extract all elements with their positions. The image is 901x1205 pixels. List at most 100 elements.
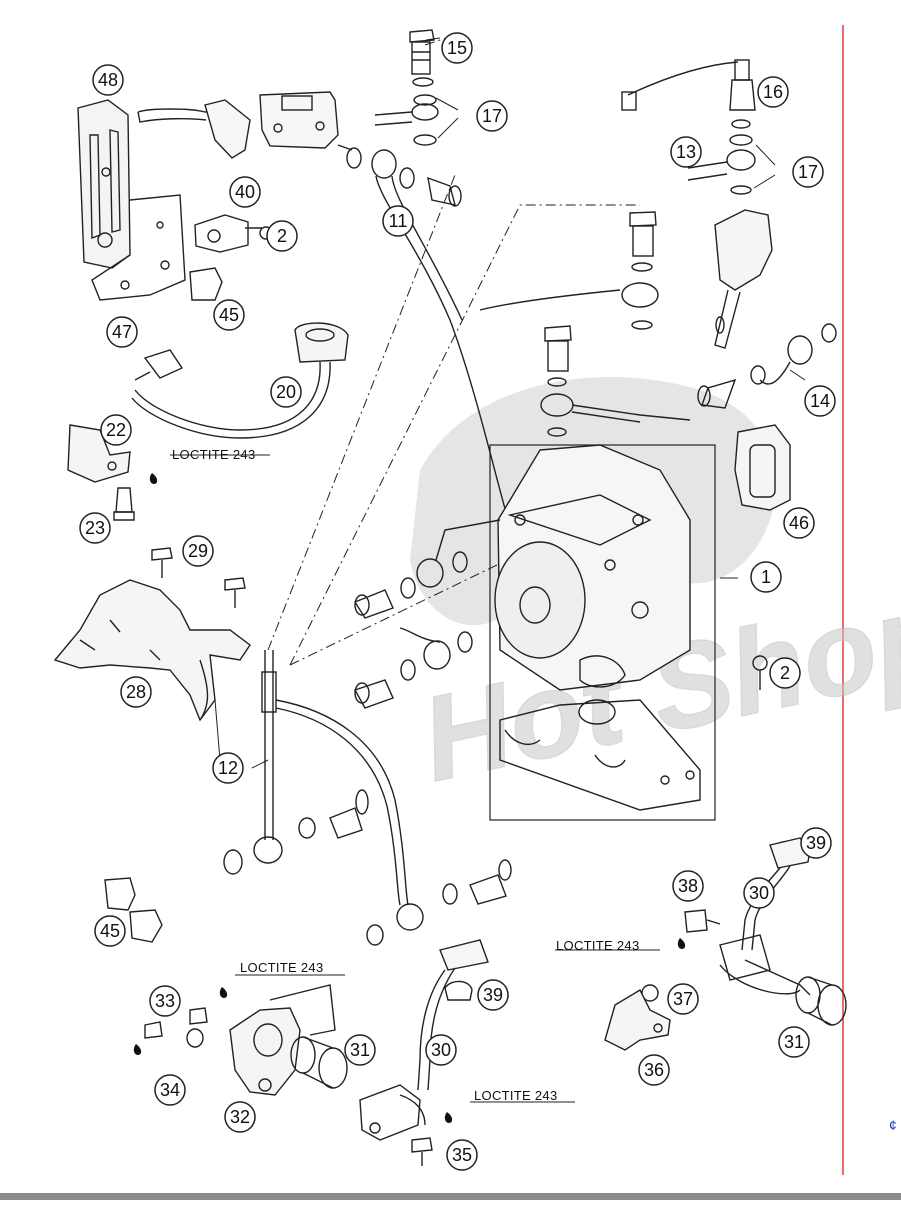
callout-circle: [382, 205, 414, 237]
callout-circle: [769, 657, 801, 689]
bottom-bar: [0, 1193, 901, 1200]
abs-frame: [489, 444, 716, 821]
callout-group: 4815171613174021145472022232928121446123…: [79, 32, 836, 1171]
bushing-31-left: [290, 1036, 348, 1089]
callout-number: 39: [483, 985, 503, 1005]
screw-23: [113, 487, 135, 521]
loctite-note-1: LOCTITE 243: [172, 447, 256, 462]
callout-number: 33: [155, 991, 175, 1011]
callout-number: 16: [763, 82, 783, 102]
callout-number: 31: [784, 1032, 804, 1052]
callout-number: 30: [431, 1040, 451, 1060]
callout-number: 32: [230, 1107, 250, 1127]
callout-circle: [100, 414, 132, 446]
callout-number: 35: [452, 1145, 472, 1165]
screw-29: [151, 547, 246, 608]
callout-circle: [120, 676, 152, 708]
callout-number: 48: [98, 70, 118, 90]
callout-circle: [266, 220, 298, 252]
callout-circle: [672, 870, 704, 902]
abs-unit: [494, 444, 701, 811]
callout-number: 45: [100, 921, 120, 941]
boot-46: [734, 424, 791, 511]
callout-circle: [477, 979, 509, 1011]
screw-2-abs: [752, 655, 768, 690]
callout-circle: [212, 752, 244, 784]
callout-circle: [224, 1101, 256, 1133]
callout-number: 15: [447, 38, 467, 58]
loctite-note-4: LOCTITE 243: [474, 1088, 558, 1103]
callout-number: 30: [749, 883, 769, 903]
part-40-block: [194, 214, 249, 253]
callout-circle: [670, 136, 702, 168]
loctite-note-3: LOCTITE 243: [240, 960, 324, 975]
callout-number: 39: [806, 833, 826, 853]
callout-circle: [446, 1139, 478, 1171]
callout-number: 28: [126, 682, 146, 702]
callout-number: 47: [112, 322, 132, 342]
callout-number: 13: [676, 142, 696, 162]
callout-circle: [94, 915, 126, 947]
bushing-31-right: [795, 976, 847, 1026]
callout-circle: [441, 32, 473, 64]
callout-circle: [667, 983, 699, 1015]
callout-circle: [92, 64, 124, 96]
callout-circle: [182, 535, 214, 567]
abs-left-fittings: [353, 519, 501, 709]
clip-45-top: [189, 267, 223, 301]
callout-number: 1: [761, 567, 771, 587]
callout-number: 22: [106, 420, 126, 440]
caliper-32: [229, 984, 336, 1096]
callout-circle: [792, 156, 824, 188]
loctite-note-2: LOCTITE 243: [556, 938, 640, 953]
callout-number: 38: [678, 876, 698, 896]
callout-number: 36: [644, 1060, 664, 1080]
callout-circle: [154, 1074, 186, 1106]
callout-circle: [476, 100, 508, 132]
callout-circle: [425, 1034, 457, 1066]
callout-circle: [638, 1054, 670, 1086]
callout-number: 17: [798, 162, 818, 182]
callout-circle: [800, 827, 832, 859]
callout-circle: [750, 561, 782, 593]
fitting-group-top: [374, 29, 439, 146]
callout-circle: [743, 877, 775, 909]
callout-number: 20: [276, 382, 296, 402]
part-drawings: [53, 29, 847, 1166]
callout-number: 46: [789, 513, 809, 533]
callout-number: 11: [389, 211, 408, 231]
sensor-20: [131, 322, 349, 439]
callout-circle: [79, 512, 111, 544]
edge-glyph: ¢: [889, 1117, 897, 1133]
loctite-drops: [133, 473, 686, 1123]
callout-circle: [229, 176, 261, 208]
callout-number: 40: [235, 182, 255, 202]
callout-number: 12: [218, 758, 238, 778]
callout-number: 14: [810, 391, 830, 411]
leader-lines: [267, 34, 640, 666]
callout-number: 37: [673, 989, 693, 1009]
callout-number: 17: [482, 106, 502, 126]
rear-master-cylinder: [621, 59, 773, 349]
callout-number: 23: [85, 518, 105, 538]
callout-leaders: [170, 37, 806, 1103]
callout-number: 2: [780, 663, 790, 683]
abs-fittings: [479, 211, 691, 437]
callout-circle: [106, 316, 138, 348]
sensor-30-right: [719, 837, 811, 996]
callout-circle: [149, 985, 181, 1017]
fitting-14: [697, 323, 837, 409]
callout-circle: [344, 1034, 376, 1066]
callout-circle: [213, 299, 245, 331]
screws-33-34: [144, 1007, 208, 1048]
brake-line-12: [223, 650, 512, 946]
callout-number: 31: [350, 1040, 370, 1060]
bracket-28: [53, 579, 251, 722]
callout-circle: [778, 1026, 810, 1058]
bracket-36: [604, 989, 671, 1051]
front-master-cylinder: [137, 91, 353, 159]
callout-number: 2: [277, 226, 287, 246]
callout-number: 29: [188, 541, 208, 561]
footrest-plate: [77, 99, 186, 301]
